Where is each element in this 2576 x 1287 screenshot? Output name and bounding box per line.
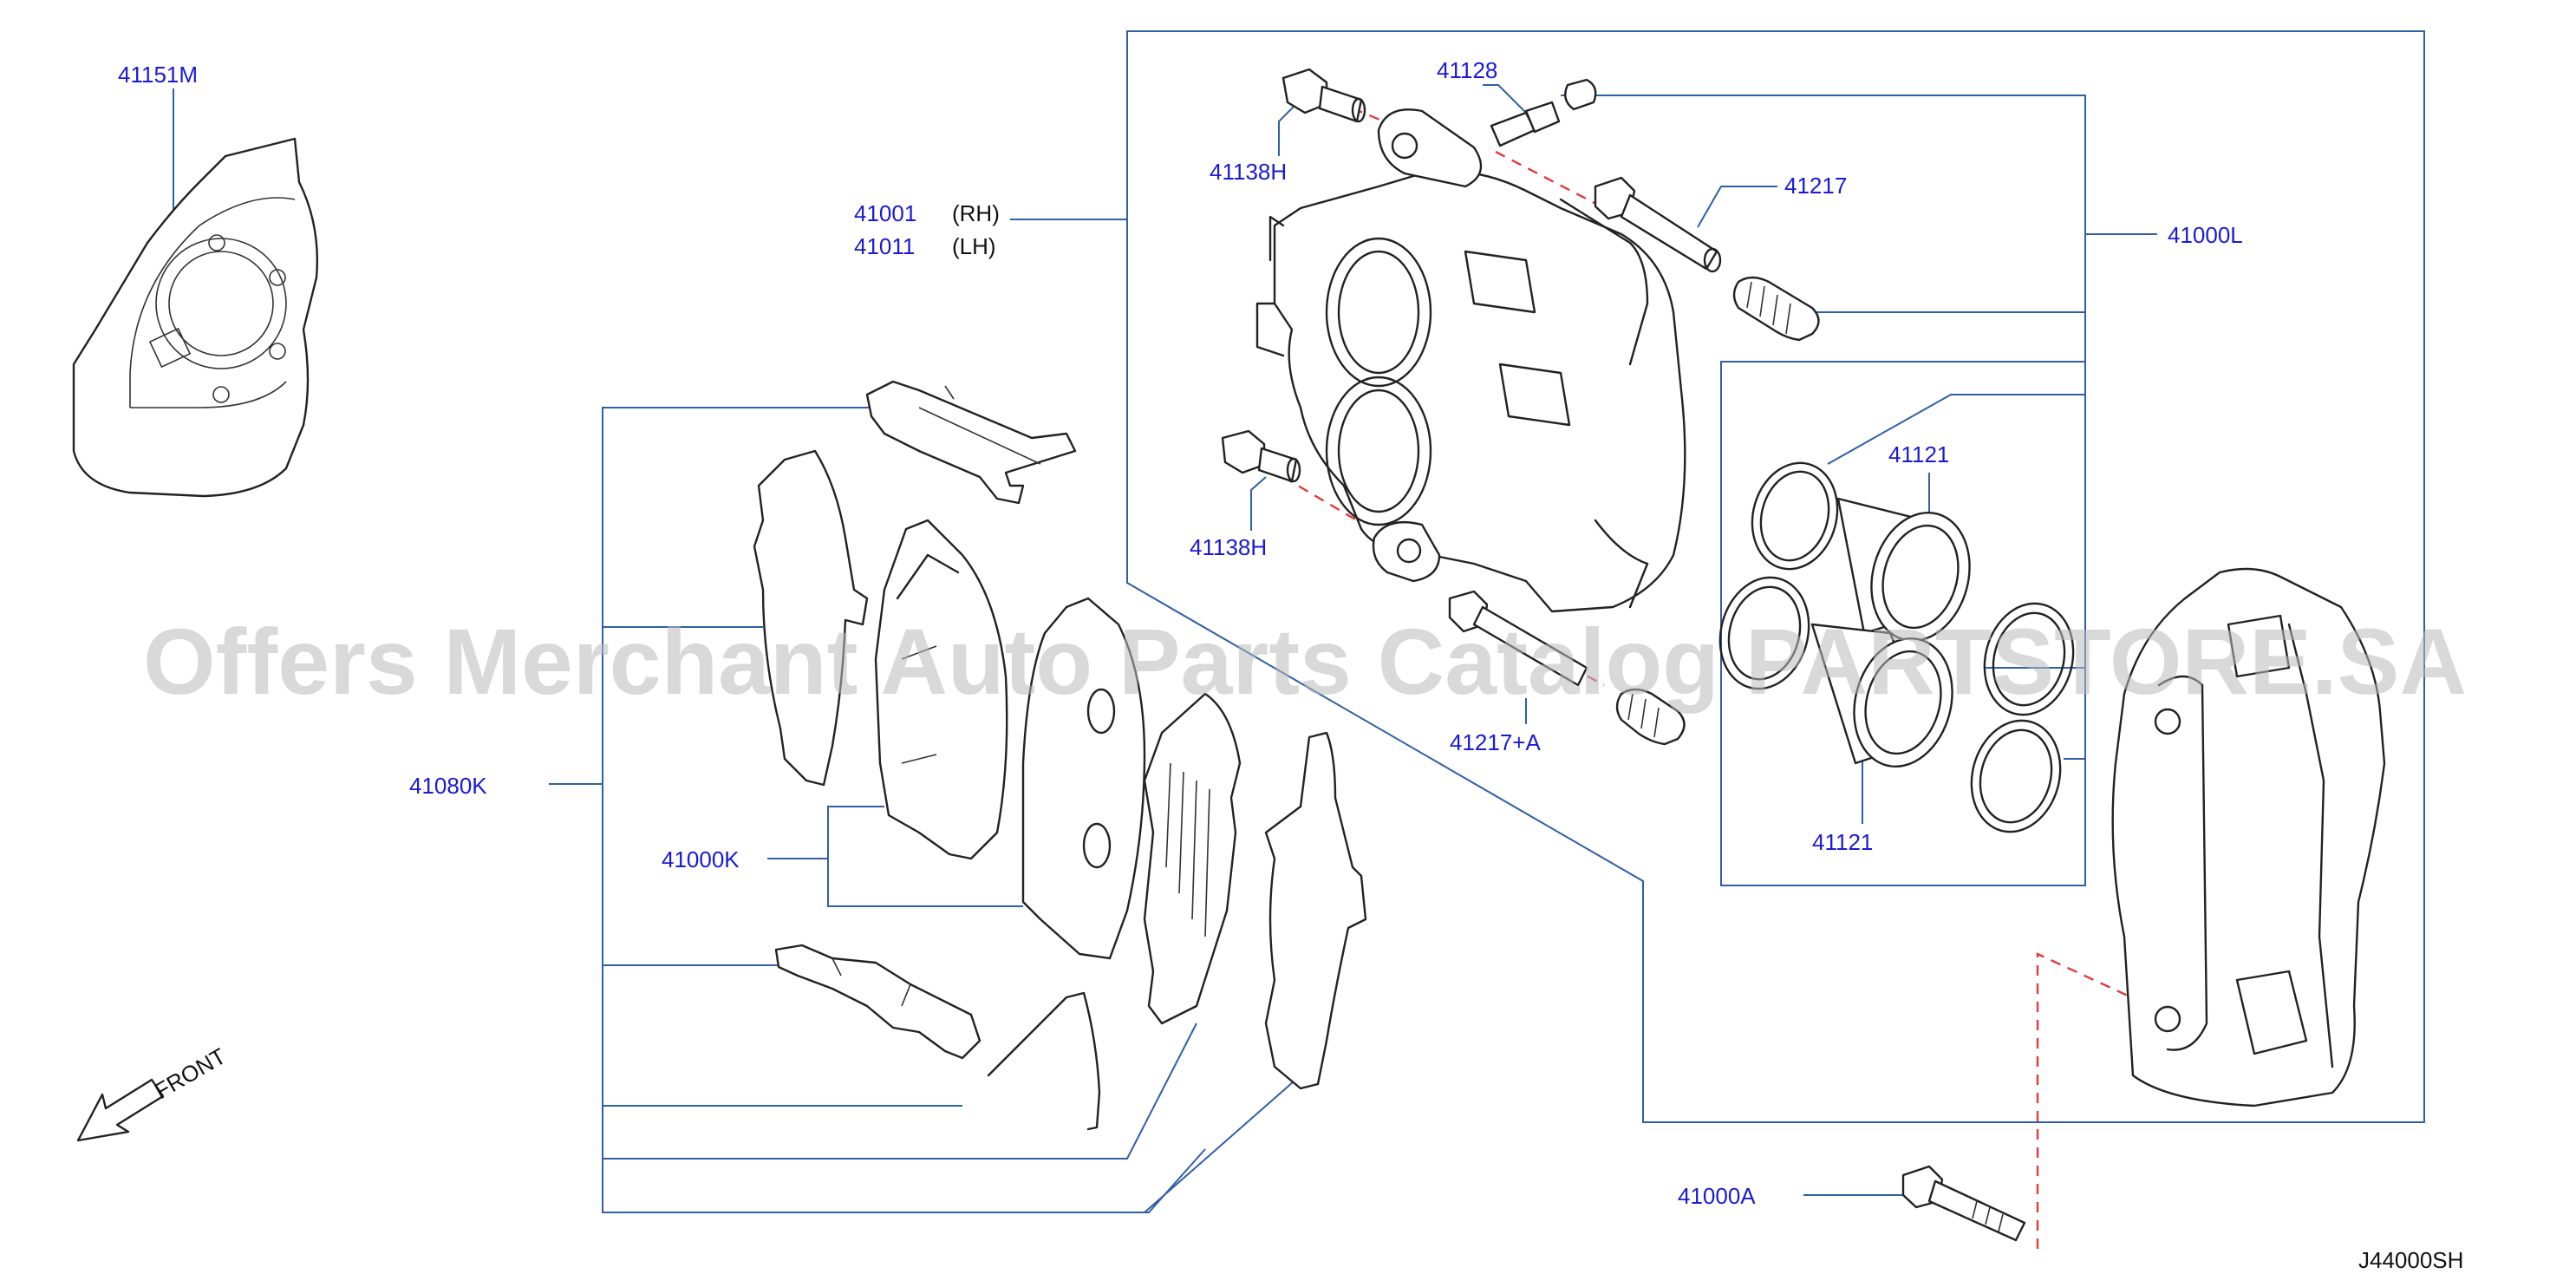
label-41217A: 41217+A bbox=[1450, 729, 1541, 755]
label-41138H-lower: 41138H bbox=[1190, 534, 1267, 560]
brake-caliper-body bbox=[1255, 170, 1686, 613]
watermark-text: Offers Merchant Auto Parts Catalog PARTS… bbox=[143, 609, 2467, 714]
pad-shim-back bbox=[1264, 731, 1367, 1090]
caliper-bolt-lower bbox=[1221, 429, 1301, 483]
label-41011: 41011 bbox=[854, 233, 915, 259]
anti-squeal-shim-outer bbox=[753, 449, 869, 787]
label-41217: 41217 bbox=[1784, 173, 1847, 199]
label-41121-bottom: 41121 bbox=[1812, 829, 1873, 855]
guide-pin-top bbox=[1594, 176, 1722, 273]
guide-pin-boot-lower bbox=[1615, 688, 1686, 746]
label-rh: (RH) bbox=[952, 200, 1000, 226]
backing-plate-dust-shield bbox=[72, 137, 319, 498]
label-front: FRONT bbox=[150, 1042, 231, 1104]
caliper-bolt-top bbox=[1281, 68, 1366, 123]
caliper-mounting-ears bbox=[1372, 108, 1483, 583]
caliper-support-bracket bbox=[2111, 567, 2386, 1107]
label-41128: 41128 bbox=[1437, 57, 1497, 83]
label-41080K: 41080K bbox=[409, 773, 487, 799]
brake-pad-inner bbox=[1021, 597, 1146, 960]
guide-pin-lower bbox=[1448, 590, 1588, 687]
piston-seal-right-top bbox=[1983, 602, 2075, 716]
piston-bottom bbox=[1810, 623, 1953, 768]
label-41000A: 41000A bbox=[1678, 1183, 1756, 1209]
brake-pad-outer bbox=[874, 519, 1008, 860]
label-lh: (LH) bbox=[952, 233, 996, 259]
anti-squeal-shim-inner bbox=[1143, 692, 1242, 1025]
label-41001: 41001 bbox=[854, 200, 916, 226]
part-labels: 41151M 41001 (RH) 41011 (LH) 41138H 4113… bbox=[118, 57, 2463, 1273]
front-direction-arrow bbox=[76, 1078, 165, 1142]
piston-seal-right-bottom bbox=[1970, 719, 2062, 833]
label-41138H-top: 41138H bbox=[1210, 159, 1287, 185]
piston-seal-top bbox=[1751, 461, 1839, 571]
piston-seal-mid bbox=[1718, 576, 1810, 690]
pad-spring-clip-top bbox=[865, 380, 1077, 505]
pad-retaining-spring bbox=[987, 991, 1101, 1131]
leader-lines bbox=[173, 30, 2425, 1213]
label-41000K: 41000K bbox=[662, 846, 740, 872]
mounting-bolt bbox=[1901, 1165, 2026, 1242]
bleeder-screw bbox=[1490, 78, 1597, 147]
diagram-code: J44000SH bbox=[2358, 1247, 2463, 1273]
guide-pin-boot-top bbox=[1732, 276, 1820, 342]
piston-top bbox=[1836, 497, 1971, 643]
label-41151M: 41151M bbox=[118, 62, 198, 88]
label-41000L: 41000L bbox=[2168, 222, 2243, 248]
pad-wear-clip-bottom bbox=[774, 944, 981, 1060]
label-41121-top: 41121 bbox=[1888, 441, 1949, 467]
